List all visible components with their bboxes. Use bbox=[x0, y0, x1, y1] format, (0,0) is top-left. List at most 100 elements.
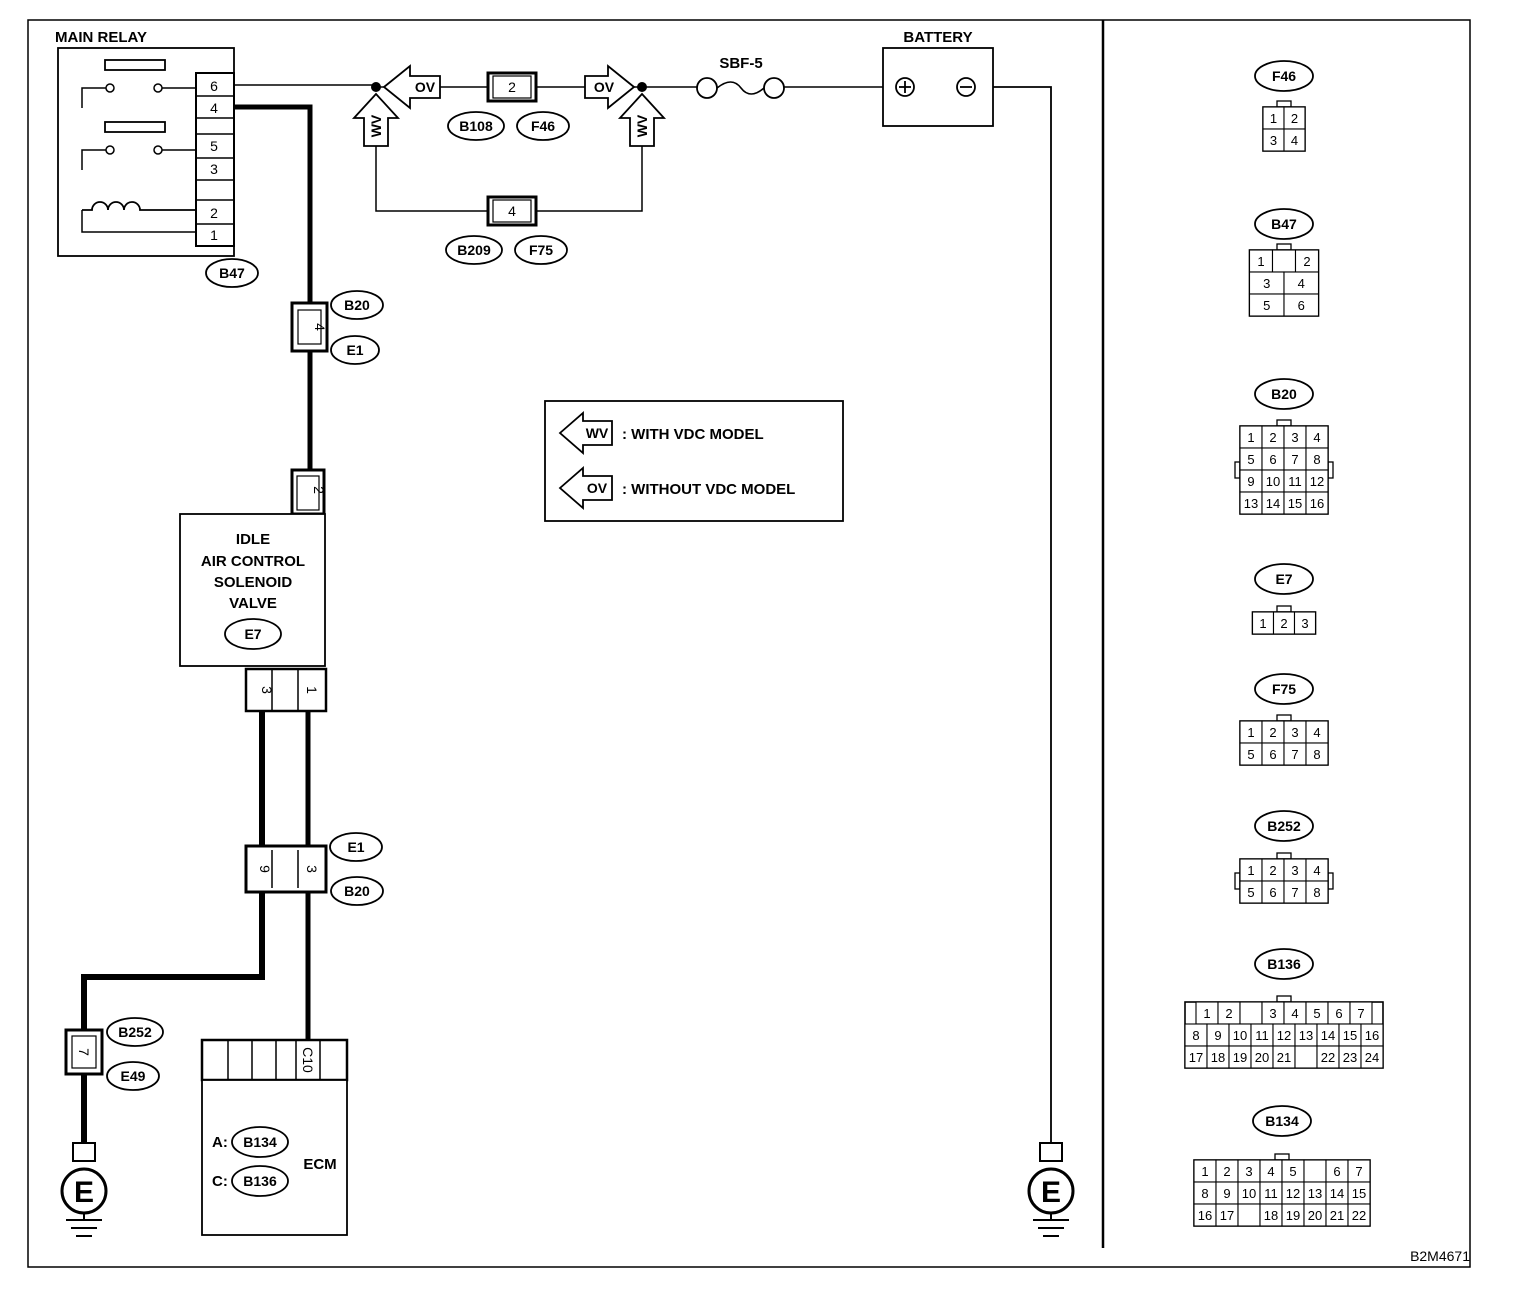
connector-tag-f75: F75 bbox=[514, 235, 568, 265]
connector-pin: 16 bbox=[1198, 1208, 1212, 1223]
connector-pin: 14 bbox=[1330, 1186, 1344, 1201]
connector-pin: 7 bbox=[1291, 452, 1298, 467]
ecm-pin-c10: C10 bbox=[300, 1047, 316, 1073]
connector-pin: 4 bbox=[1313, 863, 1320, 878]
connector-pin: 5 bbox=[1263, 298, 1270, 313]
connector-pin: 21 bbox=[1330, 1208, 1344, 1223]
connector-view-tag: B20 bbox=[1271, 386, 1297, 402]
connector-pin: 1 bbox=[1247, 863, 1254, 878]
relay-pin-3: 3 bbox=[210, 161, 218, 177]
connector-pin: 1 bbox=[1257, 254, 1264, 269]
connector-pin: 10 bbox=[1242, 1186, 1256, 1201]
battery: BATTERY bbox=[882, 29, 994, 127]
svg-text:9: 9 bbox=[257, 865, 273, 873]
idle-air-control-solenoid-valve: IDLE AIR CONTROL SOLENOID VALVE E7 bbox=[179, 513, 326, 667]
connector-pin: 15 bbox=[1288, 496, 1302, 511]
connector-pin: 2 bbox=[1291, 111, 1298, 126]
ov-arrow-right: OV bbox=[584, 64, 636, 110]
connector-pin: 19 bbox=[1233, 1050, 1247, 1065]
connector-pin: 5 bbox=[1289, 1164, 1296, 1179]
svg-text:WV: WV bbox=[586, 425, 609, 441]
connector-tag-f46: F46 bbox=[516, 111, 570, 141]
wv-arrow-left: WV bbox=[351, 92, 401, 147]
connector-pin: 2 bbox=[1269, 430, 1276, 445]
relay-pin-5: 5 bbox=[210, 138, 218, 154]
connector-tag-e49: E49 bbox=[106, 1061, 160, 1091]
svg-text:VALVE: VALVE bbox=[229, 595, 277, 612]
top-wiring bbox=[234, 82, 1052, 1143]
svg-text:E49: E49 bbox=[121, 1068, 146, 1084]
connector-pin: 7 bbox=[1291, 747, 1298, 762]
connector-pin: 1 bbox=[1259, 616, 1266, 631]
svg-text:F75: F75 bbox=[529, 242, 553, 258]
relay-pin-block: 6 4 5 3 2 1 bbox=[195, 72, 235, 247]
svg-text:SOLENOID: SOLENOID bbox=[214, 574, 293, 591]
connector-view-tag: B134 bbox=[1265, 1113, 1299, 1129]
connector-pin: 8 bbox=[1201, 1186, 1208, 1201]
iacv-bottom-connector: 3 1 bbox=[244, 667, 328, 713]
connector-pin: 4 bbox=[1267, 1164, 1274, 1179]
connector-pin: 6 bbox=[1333, 1164, 1340, 1179]
legend-ov-text: : WITHOUT VDC MODEL bbox=[622, 481, 795, 498]
connector-pin: 6 bbox=[1335, 1006, 1342, 1021]
connector-pin: 18 bbox=[1264, 1208, 1278, 1223]
connector-pin: 6 bbox=[1269, 452, 1276, 467]
connector-pin: 8 bbox=[1313, 885, 1320, 900]
connector-pin: 5 bbox=[1247, 452, 1254, 467]
connector-pin: 7 bbox=[1355, 1164, 1362, 1179]
svg-text:SBF-5: SBF-5 bbox=[719, 55, 762, 72]
connector-pin: 11 bbox=[1255, 1028, 1269, 1043]
connector-pin: 9 bbox=[1247, 474, 1254, 489]
connector-pin: 13 bbox=[1244, 496, 1258, 511]
connector-pin: 5 bbox=[1247, 747, 1254, 762]
main-relay-label: MAIN RELAY bbox=[55, 29, 147, 46]
svg-text:E: E bbox=[1041, 1176, 1061, 1209]
connector-pin: 2 bbox=[1225, 1006, 1232, 1021]
connector-pin: 2 bbox=[1269, 863, 1276, 878]
svg-text:E1: E1 bbox=[347, 839, 364, 855]
svg-text:1: 1 bbox=[304, 686, 320, 694]
diagram-frame bbox=[27, 19, 1471, 1268]
svg-text:OV: OV bbox=[415, 79, 436, 95]
connector-pin: 11 bbox=[1264, 1186, 1278, 1201]
connector-pin: 1 bbox=[1270, 111, 1277, 126]
wv-arrow-right: WV bbox=[617, 92, 667, 147]
connector-pin: 16 bbox=[1365, 1028, 1379, 1043]
figure-id: B2M4671 bbox=[1410, 1248, 1470, 1264]
connector-pin: 3 bbox=[1270, 133, 1277, 148]
connector-tag-e1-mid: E1 bbox=[329, 832, 383, 862]
svg-text:B20: B20 bbox=[344, 297, 370, 313]
connector-pin: 5 bbox=[1313, 1006, 1320, 1021]
relay-pin-2: 2 bbox=[210, 205, 218, 221]
connector-pin: 2 bbox=[1303, 254, 1310, 269]
svg-text:C:: C: bbox=[212, 1173, 228, 1190]
connector-pin: 2 bbox=[1280, 616, 1287, 631]
connector-tag-e1-top: E1 bbox=[330, 335, 380, 365]
svg-text:WV: WV bbox=[368, 114, 384, 137]
svg-text:7: 7 bbox=[76, 1048, 92, 1056]
svg-text:2: 2 bbox=[311, 486, 327, 494]
connector-pin: 4 bbox=[1313, 430, 1320, 445]
connector-pin: 15 bbox=[1352, 1186, 1366, 1201]
connector-tag-b209: B209 bbox=[445, 235, 503, 265]
connector-tag-b20-mid: B20 bbox=[330, 876, 384, 906]
connector-view-tag: B136 bbox=[1267, 956, 1301, 972]
connector-pin: 20 bbox=[1255, 1050, 1269, 1065]
svg-text:E1: E1 bbox=[346, 342, 363, 358]
connector-pin: 8 bbox=[1192, 1028, 1199, 1043]
connector-pin: 7 bbox=[1291, 885, 1298, 900]
svg-text:OV: OV bbox=[594, 79, 615, 95]
connector-pin: 9 bbox=[1223, 1186, 1230, 1201]
svg-text:AIR CONTROL: AIR CONTROL bbox=[201, 553, 305, 570]
connector-tag-b108: B108 bbox=[447, 111, 505, 141]
connector-tag-b47: B47 bbox=[205, 258, 259, 288]
wire-relay4-iacv2 bbox=[234, 104, 313, 482]
iacv-top-terminal: 2 bbox=[290, 468, 327, 516]
connector-tag-b134: B134 bbox=[243, 1134, 277, 1150]
svg-text:B20: B20 bbox=[344, 883, 370, 899]
connector-pin: 23 bbox=[1343, 1050, 1357, 1065]
